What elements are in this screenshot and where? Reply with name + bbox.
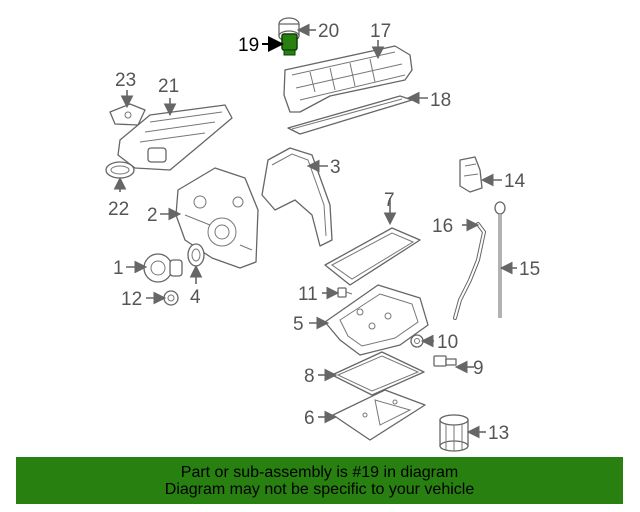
callout-9: 9 bbox=[473, 358, 484, 379]
callout-23: 23 bbox=[115, 70, 136, 91]
part-13-oil-filter[interactable] bbox=[439, 414, 469, 452]
part-23-bracket[interactable] bbox=[109, 103, 146, 126]
part-8-lower-gasket[interactable] bbox=[331, 351, 425, 396]
callout-5: 5 bbox=[293, 314, 304, 335]
part-16-dipstick-tube[interactable] bbox=[453, 222, 487, 320]
part-3-cover-gasket[interactable] bbox=[261, 147, 333, 247]
callout-17: 17 bbox=[370, 21, 391, 42]
callout-1: 1 bbox=[113, 258, 124, 279]
callout-19: 19 bbox=[238, 35, 259, 56]
callout-16: 16 bbox=[432, 216, 453, 237]
part-7-pan-gasket[interactable] bbox=[324, 227, 421, 286]
callout-4: 4 bbox=[190, 287, 201, 308]
footer-line-1: Part or sub-assembly is #19 in diagram bbox=[180, 463, 459, 481]
callout-10: 10 bbox=[437, 332, 458, 353]
callout-3: 3 bbox=[330, 157, 341, 178]
part-2-timing-cover[interactable] bbox=[175, 167, 259, 269]
parts-diagram: 20 19 17 18 23 21 22 bbox=[105, 17, 540, 452]
callout-7: 7 bbox=[384, 190, 395, 211]
part-9-drain-plug[interactable] bbox=[433, 355, 457, 367]
footer-banner: Part or sub-assembly is #19 in diagram D… bbox=[16, 457, 623, 504]
part-1-pulley[interactable] bbox=[143, 253, 183, 283]
callout-11: 11 bbox=[298, 284, 318, 305]
callout-8: 8 bbox=[304, 366, 315, 387]
callout-6: 6 bbox=[304, 408, 315, 429]
callout-21: 21 bbox=[158, 76, 179, 97]
part-22-seal[interactable] bbox=[105, 161, 135, 179]
part-10-washer[interactable] bbox=[410, 334, 424, 348]
part-12-plug[interactable] bbox=[163, 290, 179, 306]
part-19-highlighted[interactable] bbox=[281, 33, 298, 56]
part-6-baffle[interactable] bbox=[332, 389, 426, 441]
part-14-sensor[interactable] bbox=[459, 156, 483, 193]
part-4-front-seal[interactable] bbox=[187, 243, 205, 267]
part-5-oil-pan[interactable] bbox=[324, 284, 429, 356]
footer-line-2: Diagram may not be specific to your vehi… bbox=[164, 480, 475, 498]
callout-15: 15 bbox=[519, 259, 540, 280]
callout-12: 12 bbox=[121, 289, 142, 310]
part-11-bolt[interactable] bbox=[337, 287, 353, 298]
callout-18: 18 bbox=[430, 90, 451, 111]
callout-13: 13 bbox=[488, 423, 509, 444]
callout-20: 20 bbox=[318, 21, 339, 42]
callout-14: 14 bbox=[504, 171, 526, 192]
part-15-dipstick[interactable] bbox=[494, 201, 506, 318]
callout-2: 2 bbox=[147, 205, 158, 226]
callout-22: 22 bbox=[108, 199, 129, 220]
